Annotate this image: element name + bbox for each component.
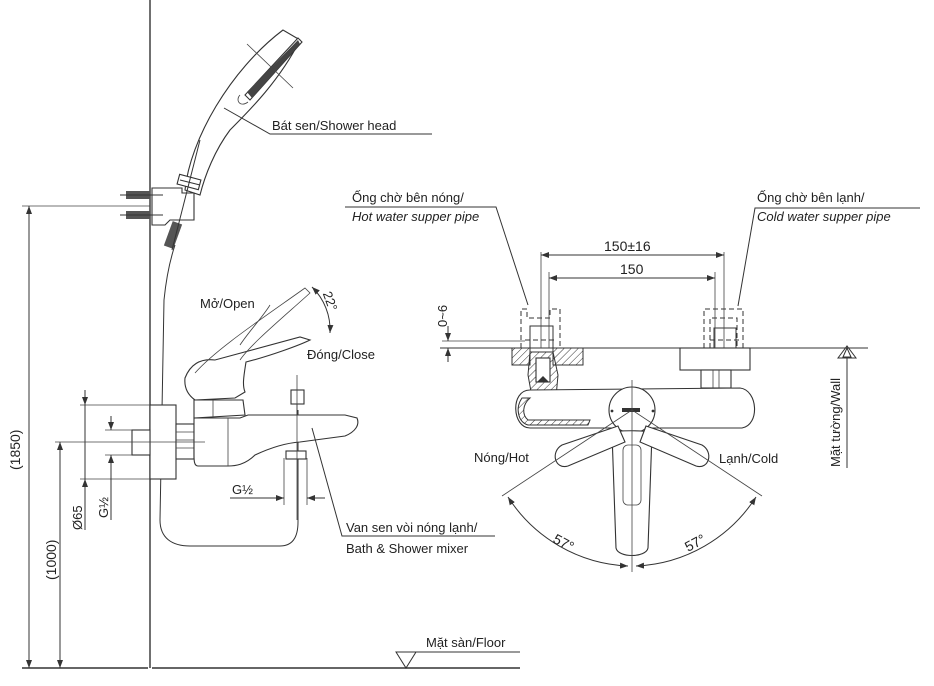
wall-label: Mặt tường/Wall bbox=[828, 378, 843, 467]
hot-label: Nóng/Hot bbox=[474, 450, 529, 465]
floor-label: Mặt sàn/Floor bbox=[426, 635, 506, 650]
lever-cold bbox=[639, 425, 710, 468]
floor-marker-icon bbox=[395, 651, 417, 669]
outlet-thread-dim: G½ bbox=[232, 482, 253, 497]
cold-pipe-leader bbox=[737, 207, 920, 307]
mixer-height-dim: (1000) bbox=[43, 540, 59, 580]
total-height-dim: (1850) bbox=[7, 430, 23, 470]
wall-anchor-bottom bbox=[120, 211, 163, 219]
pipe-spacing-range-dim: 150±16 bbox=[604, 238, 651, 254]
hot-angle-label: 57° bbox=[551, 531, 577, 555]
flange-diameter-dim: Ø65 bbox=[70, 505, 85, 530]
shower-hose bbox=[159, 244, 299, 547]
union-nut bbox=[175, 423, 195, 460]
cold-pipe-label-vn: Ống chờ bên lạnh/ bbox=[757, 190, 865, 205]
shower-head bbox=[176, 29, 303, 196]
cold-angle-arc bbox=[635, 496, 757, 569]
cold-supply-pipe bbox=[703, 308, 744, 349]
brand-logo bbox=[622, 408, 640, 412]
cold-angle-label: 57° bbox=[682, 531, 708, 555]
shower-head-label: Bát sen/Shower head bbox=[272, 118, 396, 133]
cold-escutcheon bbox=[679, 347, 751, 371]
lever-handle-closed bbox=[184, 336, 312, 401]
hot-angle-arc bbox=[507, 496, 629, 569]
inlet-thread-dim: G½ bbox=[96, 497, 111, 518]
wall-anchor-top bbox=[120, 191, 163, 199]
open-angle-arc bbox=[311, 286, 334, 334]
top-view: 57° 57° Nóng/Hot Lạnh/Cold 150±16 150 0~… bbox=[345, 190, 920, 572]
mixer-leader bbox=[311, 427, 495, 537]
side-view: Bát sen/Shower head bbox=[7, 0, 520, 669]
lever-hot bbox=[554, 425, 626, 468]
mixer-label-vn: Van sen vòi nóng lạnh/ bbox=[346, 520, 478, 535]
mixer-label-en: Bath & Shower mixer bbox=[346, 541, 469, 556]
diverter-knob bbox=[290, 389, 305, 405]
close-label: Đóng/Close bbox=[307, 347, 375, 362]
shower-holder bbox=[120, 187, 195, 249]
lever-handle-open bbox=[194, 287, 311, 374]
open-label: Mở/Open bbox=[200, 296, 255, 311]
inlet-connector bbox=[131, 429, 151, 456]
pipe-spacing-dim: 150 bbox=[620, 261, 644, 277]
cold-pipe-label-en: Cold water supper pipe bbox=[757, 209, 891, 224]
wall-marker-icon bbox=[842, 346, 852, 358]
open-angle-label: 22° bbox=[320, 289, 341, 313]
cold-label: Lạnh/Cold bbox=[719, 451, 778, 466]
spout-outlet bbox=[285, 450, 307, 460]
hot-pipe-label-vn: Ống chờ bên nóng/ bbox=[352, 190, 464, 205]
hot-pipe-leader bbox=[345, 206, 529, 306]
pipe-offset-dim: 0~6 bbox=[435, 305, 450, 327]
hot-supply-pipe bbox=[520, 308, 561, 349]
shower-head-leader bbox=[223, 107, 432, 135]
hot-pipe-label-en: Hot water supper pipe bbox=[352, 209, 479, 224]
